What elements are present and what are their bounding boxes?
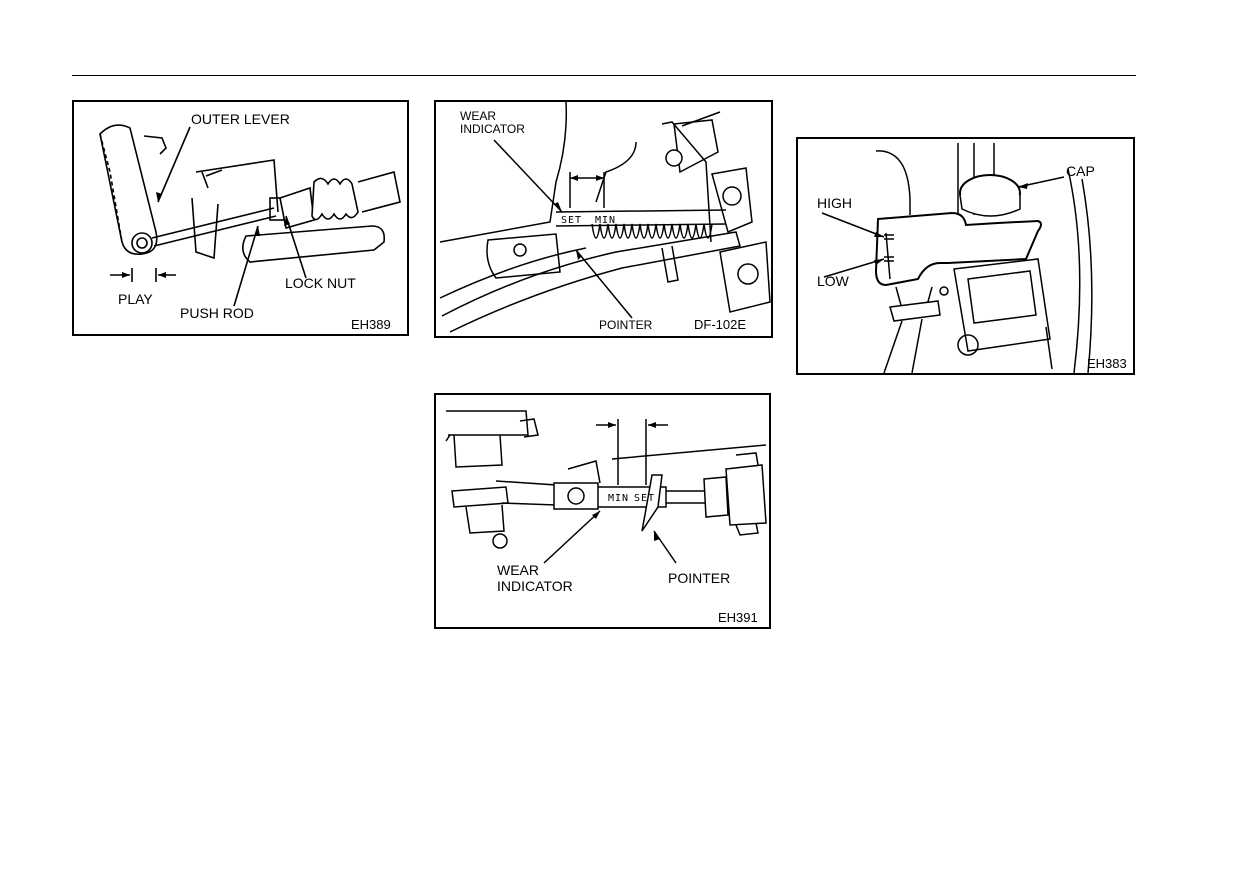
label-wear: WEAR <box>460 109 496 123</box>
wear-indicator-side-illustration <box>445 410 767 564</box>
figure-code: EH383 <box>1087 356 1127 371</box>
label-play: PLAY <box>118 291 153 307</box>
wear-indicator-illustration <box>439 102 771 333</box>
figure-fluid-reservoir: HIGH LOW CAP EH383 <box>796 137 1135 375</box>
label-min-mark: MIN <box>595 215 617 226</box>
label-set-mark: SET <box>634 493 656 504</box>
figure-code: EH391 <box>718 610 758 625</box>
label-high: HIGH <box>817 195 852 211</box>
figure-wear-indicator-side: MIN SET WEAR INDICATOR POINTER EH391 <box>434 393 771 629</box>
outer-lever-illustration <box>99 124 401 307</box>
figure-outer-lever-play: OUTER LEVER LOCK NUT PLAY PUSH ROD EH389 <box>72 100 409 336</box>
label-outer-lever: OUTER LEVER <box>191 111 290 127</box>
label-pointer: POINTER <box>668 570 731 586</box>
label-lock-nut: LOCK NUT <box>285 275 356 291</box>
label-pointer: POINTER <box>599 318 653 332</box>
figure-code: DF-102E <box>694 317 747 332</box>
label-indicator: INDICATOR <box>497 578 573 594</box>
label-push-rod: PUSH ROD <box>180 305 254 321</box>
label-wear: WEAR <box>497 562 539 578</box>
header-rule <box>72 75 1136 76</box>
label-set-mark: SET <box>561 215 583 226</box>
label-cap: CAP <box>1066 163 1095 179</box>
label-min-mark: MIN <box>608 493 630 504</box>
figure-code: EH389 <box>351 317 391 332</box>
fluid-reservoir-illustration <box>821 143 1093 373</box>
label-indicator: INDICATOR <box>460 122 525 136</box>
figure-wear-indicator-front: WEAR INDICATOR SET MIN POINTER DF-102E <box>434 100 773 338</box>
label-low: LOW <box>817 273 849 289</box>
